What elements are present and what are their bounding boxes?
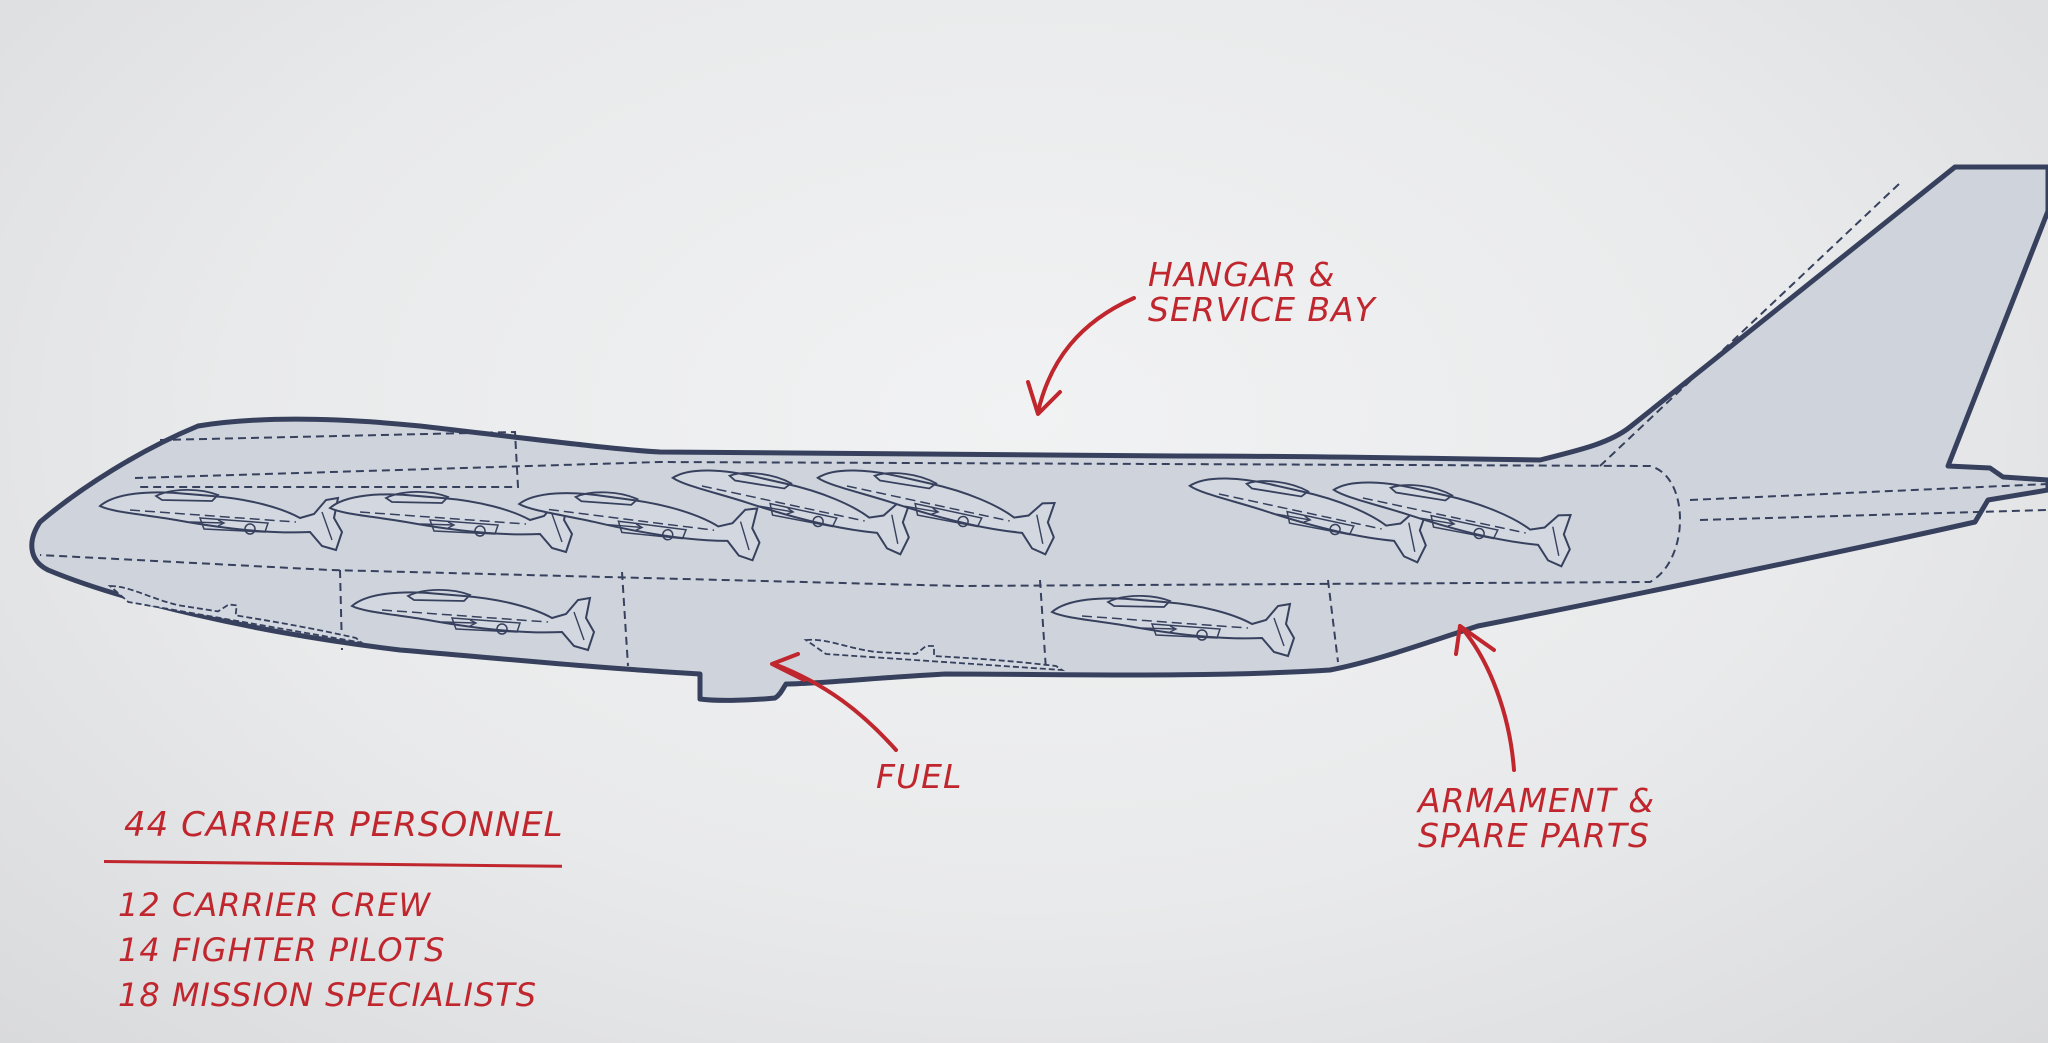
annotation-arrows (770, 296, 1516, 772)
personnel-pilots: 14 FIGHTER PILOTS (118, 931, 446, 969)
personnel-crew: 12 CARRIER CREW (118, 886, 432, 924)
arrow-icon (770, 652, 898, 752)
carrier-aircraft (29, 164, 2048, 703)
label-line: FUEL (876, 757, 963, 796)
label-line: ARMAMENT & (1418, 781, 1655, 820)
armament-spare-parts-label: ARMAMENT & SPARE PARTS (1418, 781, 1655, 855)
label-line: HANGAR & (1148, 255, 1336, 294)
label-line: SERVICE BAY (1148, 289, 1376, 329)
hangar-service-bay-label: HANGAR & SERVICE BAY (1148, 255, 1376, 329)
personnel-total: 44 CARRIER PERSONNEL (124, 805, 564, 845)
fuselage-outline (29, 164, 2048, 703)
label-line: SPARE PARTS (1418, 815, 1650, 855)
internal-compartments (39, 182, 2048, 671)
arrow-icon (1454, 624, 1516, 772)
personnel-breakdown-list: 12 CARRIER CREW 14 FIGHTER PILOTS 18 MIS… (118, 883, 537, 1018)
arrow-icon (1026, 296, 1136, 416)
fuel-label: FUEL (876, 757, 963, 796)
personnel-specialists: 18 MISSION SPECIALISTS (118, 976, 538, 1014)
